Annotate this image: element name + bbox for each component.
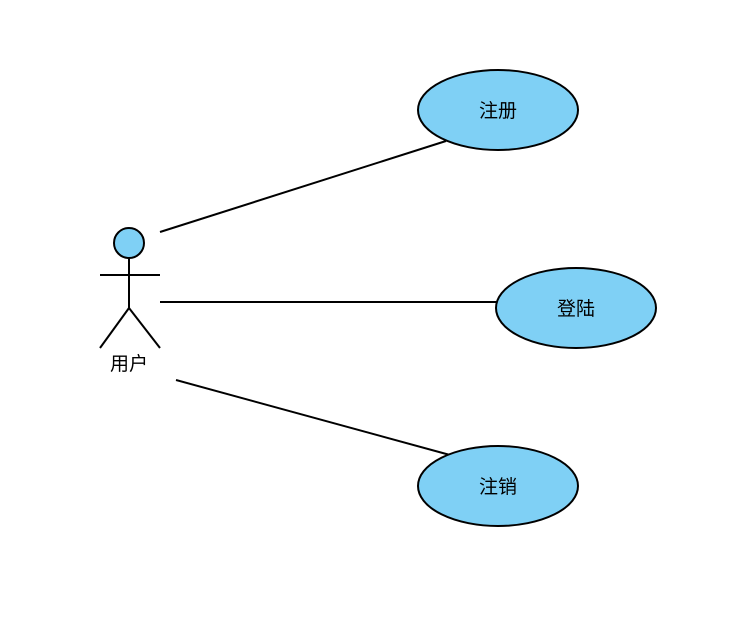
use-case-ellipse bbox=[417, 69, 579, 151]
use-case-label: 注册 bbox=[479, 100, 517, 122]
use-case-ellipse bbox=[417, 445, 579, 527]
actor-head bbox=[113, 227, 145, 259]
use-case-ellipse bbox=[495, 267, 657, 349]
actor-right-leg bbox=[128, 307, 161, 349]
actor-label: 用户 bbox=[110, 353, 148, 375]
association-logout bbox=[175, 379, 451, 456]
use-case-login[interactable]: 登陆 bbox=[495, 267, 657, 349]
use-case-label: 登陆 bbox=[557, 298, 595, 320]
actor-user[interactable]: 用户 bbox=[99, 227, 161, 375]
actor-left-leg bbox=[99, 307, 130, 349]
use-case-logout[interactable]: 注销 bbox=[417, 445, 579, 527]
association-register bbox=[159, 140, 447, 233]
use-case-register[interactable]: 注册 bbox=[417, 69, 579, 151]
use-case-label: 注销 bbox=[479, 476, 517, 498]
